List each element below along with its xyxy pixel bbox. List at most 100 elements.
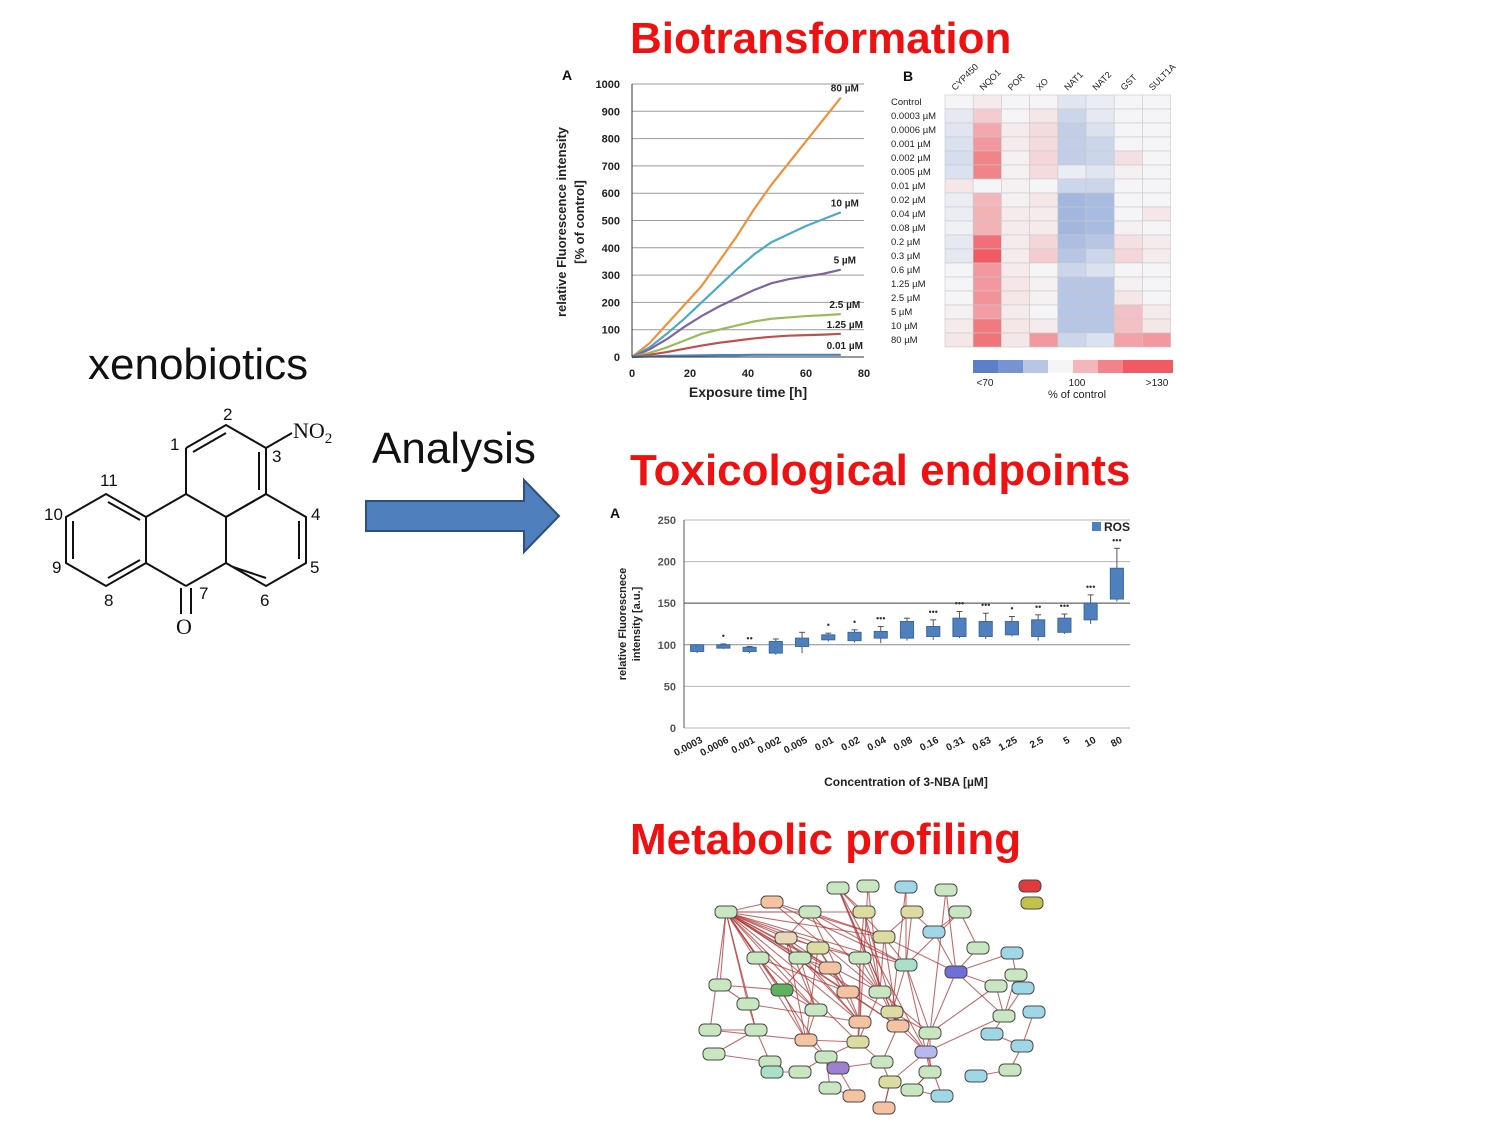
network-node bbox=[826, 881, 850, 895]
box-chart-y-tick: 100 bbox=[658, 640, 676, 652]
network-node bbox=[1004, 968, 1028, 982]
network-node bbox=[1018, 879, 1042, 893]
network-node bbox=[894, 958, 918, 972]
network-edge bbox=[809, 911, 881, 993]
heatmap-cell bbox=[1113, 220, 1143, 236]
heatmap-panel-label: B bbox=[903, 68, 913, 84]
network-edge bbox=[879, 991, 931, 1034]
network-edge bbox=[905, 911, 913, 966]
box-bar bbox=[978, 621, 993, 637]
box-bar bbox=[795, 637, 810, 647]
heatmap-row-label: 0.04 µM bbox=[891, 209, 926, 220]
network-edge bbox=[799, 957, 861, 1023]
network-edge bbox=[837, 887, 881, 993]
position-1: 1 bbox=[170, 435, 179, 454]
heatmap-cell bbox=[1029, 220, 1059, 236]
network-edge bbox=[725, 911, 881, 993]
network-edge bbox=[781, 989, 807, 1041]
heatmap-row-label: 0.02 µM bbox=[891, 195, 926, 206]
box-significance: •• bbox=[746, 633, 752, 643]
network-node bbox=[964, 1069, 988, 1083]
network-node bbox=[894, 880, 918, 894]
network-node bbox=[760, 1065, 784, 1079]
molecule-bonds bbox=[65, 423, 307, 614]
network-edge bbox=[725, 911, 759, 959]
heatmap-row-label: 0.001 µM bbox=[891, 139, 931, 150]
network-edge bbox=[837, 1067, 855, 1097]
box-significance: •• bbox=[1035, 602, 1041, 612]
network-edge bbox=[929, 985, 997, 1034]
network-edge bbox=[725, 911, 749, 1005]
heatmap-cell bbox=[1142, 332, 1171, 348]
network-node bbox=[842, 1089, 866, 1103]
heatmap-cell bbox=[1142, 262, 1171, 278]
heatmap-cell bbox=[972, 122, 1002, 138]
network-node bbox=[848, 951, 872, 965]
heatmap-cell bbox=[1029, 290, 1059, 306]
nitro-group-label: NO2 bbox=[293, 418, 332, 447]
network-edge bbox=[911, 911, 935, 933]
network-edge bbox=[837, 887, 865, 913]
box-chart-y-label-unit: intensity [a.u.] bbox=[631, 586, 643, 661]
network-edge bbox=[863, 911, 881, 993]
network-edge bbox=[1011, 952, 1017, 976]
network-node bbox=[1010, 1039, 1034, 1053]
box-bar bbox=[821, 634, 836, 641]
heatmap-column-label: XO bbox=[1034, 76, 1050, 92]
line-chart-y-tick: 700 bbox=[602, 161, 620, 173]
heatmap-cell bbox=[972, 206, 1002, 222]
box-bar bbox=[690, 644, 705, 652]
xenobiotics-label: xenobiotics bbox=[88, 340, 309, 389]
heatmap-cell bbox=[944, 206, 974, 222]
heatmap-cell bbox=[1057, 248, 1087, 264]
network-edge bbox=[891, 964, 907, 1013]
heading-biotransformation: Biotransformation bbox=[630, 14, 1012, 63]
network-edge bbox=[825, 1041, 859, 1058]
heatmap-cell bbox=[1057, 164, 1087, 180]
box-chart-x-tick: 0.04 bbox=[866, 735, 889, 754]
heatmap-cell bbox=[944, 164, 974, 180]
heatmap-row-label: 0.01 µM bbox=[891, 181, 926, 192]
network-node bbox=[966, 941, 990, 955]
network-node bbox=[880, 1005, 904, 1019]
heatmap-cells bbox=[944, 94, 1171, 348]
network-node bbox=[788, 951, 812, 965]
network-edge bbox=[883, 911, 913, 938]
line-series-label-0: 80 µM bbox=[831, 84, 859, 95]
box-chart-x-tick: 0.002 bbox=[756, 735, 784, 757]
network-edge bbox=[713, 1029, 757, 1055]
heatmap-cell bbox=[972, 178, 1002, 194]
heatmap-cell bbox=[972, 164, 1002, 180]
network-edge bbox=[847, 991, 899, 1027]
heatmap-cell bbox=[1029, 192, 1059, 208]
analysis-arrow bbox=[365, 477, 561, 555]
heatmap-column-label: SULT1A bbox=[1147, 62, 1178, 93]
network-edge bbox=[911, 1089, 943, 1097]
line-chart-x-tick: 20 bbox=[684, 368, 696, 380]
position-4: 4 bbox=[311, 505, 320, 524]
colorbar-step bbox=[1048, 360, 1073, 373]
network-edge bbox=[725, 911, 801, 959]
box-chart-x-label: Concentration of 3-NBA [µM] bbox=[824, 775, 988, 789]
heatmap-cell bbox=[1057, 122, 1087, 138]
network-node bbox=[1022, 1005, 1046, 1019]
heatmap-cell bbox=[972, 332, 1002, 348]
box-bar bbox=[926, 625, 941, 637]
network-edge bbox=[929, 971, 957, 1034]
heatmap-cell bbox=[1029, 276, 1059, 292]
heatmap-cell bbox=[972, 108, 1002, 124]
network-edge bbox=[1021, 1011, 1035, 1047]
box-significance: ••• bbox=[1086, 582, 1095, 592]
heatmap-cell bbox=[1142, 150, 1171, 166]
heatmap-cell bbox=[1029, 332, 1059, 348]
network-node bbox=[760, 895, 784, 909]
network-edge bbox=[771, 901, 907, 966]
network-edge bbox=[837, 887, 927, 1053]
box-chart-y-tick: 250 bbox=[658, 515, 676, 527]
network-edge bbox=[725, 911, 885, 938]
network-edge bbox=[747, 1003, 757, 1031]
network-edge bbox=[889, 1051, 927, 1083]
box-significance: • bbox=[722, 631, 725, 641]
heatmap-column-label: NAT2 bbox=[1090, 70, 1113, 93]
